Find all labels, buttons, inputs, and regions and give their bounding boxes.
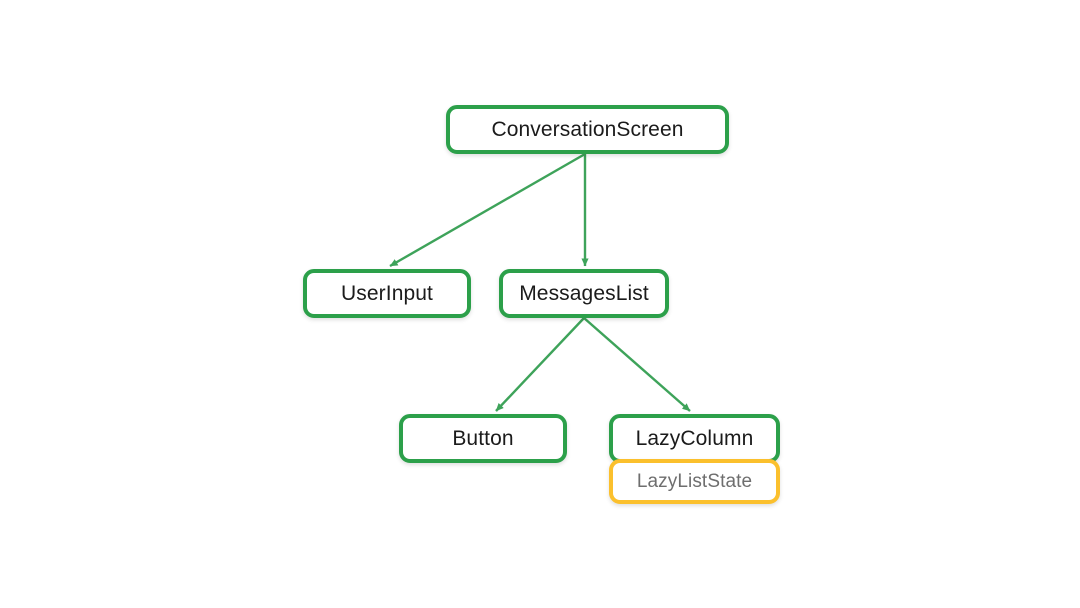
node-conversationscreen[interactable]: ConversationScreen xyxy=(446,105,729,154)
node-label: UserInput xyxy=(341,282,433,305)
edge-messageslist-button xyxy=(495,317,585,412)
node-label: ConversationScreen xyxy=(491,118,684,141)
edge-conversationscreen-userinput xyxy=(389,152,586,268)
node-lazycolumn[interactable]: LazyColumn xyxy=(609,414,780,463)
node-label: MessagesList xyxy=(519,282,649,305)
node-messageslist[interactable]: MessagesList xyxy=(499,269,669,318)
node-userinput[interactable]: UserInput xyxy=(303,269,471,318)
node-label: LazyColumn xyxy=(635,427,754,450)
edge-messageslist-lazycolumn xyxy=(583,317,691,412)
node-label: LazyListState xyxy=(636,471,753,492)
node-label: Button xyxy=(452,427,514,450)
node-lazyliststate[interactable]: LazyListState xyxy=(609,459,780,504)
node-button[interactable]: Button xyxy=(399,414,567,463)
